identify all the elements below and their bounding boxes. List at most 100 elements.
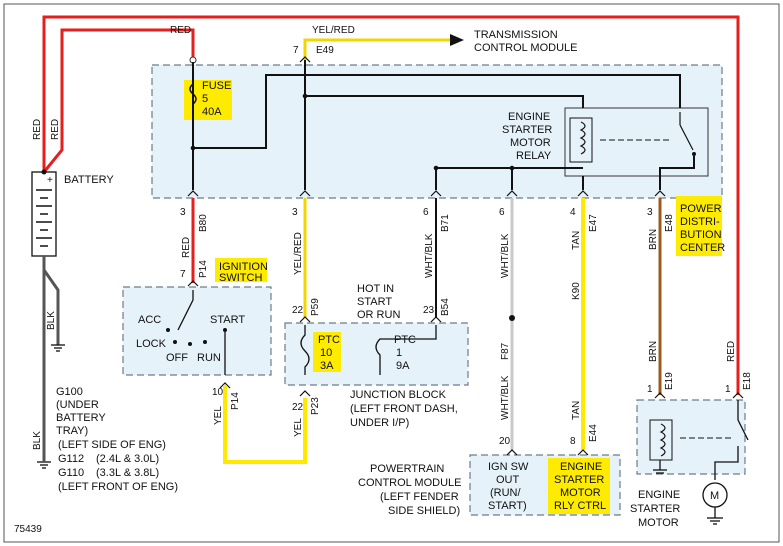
wire-label-red-left-b: RED xyxy=(50,119,61,140)
wire-label-wht-blk-b71: WHT/BLK xyxy=(424,233,435,278)
ptc10-line2: 10 xyxy=(320,347,332,359)
hot-line3: OR RUN xyxy=(357,309,400,321)
p59-top-pin-label: 3 xyxy=(292,207,298,218)
esm-ctrl-line3: MOTOR xyxy=(560,487,601,499)
e49-pin-label: 7 xyxy=(293,45,299,56)
jb-line1: JUNCTION BLOCK xyxy=(350,389,447,401)
pdc-b71-loop xyxy=(435,167,513,190)
relay-switch-output xyxy=(659,156,695,176)
wire-label-tan-e44: TAN xyxy=(571,401,582,420)
motor-line1: ENGINE xyxy=(638,489,680,501)
battery-positive-node xyxy=(41,169,47,175)
ptc1-symbol xyxy=(375,325,437,365)
fuse5-line2: 5 xyxy=(202,93,208,105)
wire-label-brn-e19: BRN xyxy=(648,341,659,362)
junction-dot xyxy=(302,93,308,99)
relay-line3: MOTOR xyxy=(510,137,551,149)
starter-switch-out xyxy=(714,446,739,480)
relay-coil-frame xyxy=(569,117,593,163)
p14b-pin-label: 10 xyxy=(212,387,224,398)
e49-label: E49 xyxy=(316,45,334,56)
starter-relay-coil-frame xyxy=(649,419,673,461)
wire-label-yel-red-top: YEL/RED xyxy=(312,25,355,36)
ign-lock-label: LOCK xyxy=(136,338,167,350)
battery-plus-label: + xyxy=(47,175,53,186)
wire-label-tan-e47: TAN xyxy=(571,231,582,250)
motor-line2: STARTER xyxy=(630,503,680,515)
figure-id: 75439 xyxy=(14,524,42,535)
diagram-frame xyxy=(3,3,780,543)
fuse5-line3: 40A xyxy=(202,106,222,118)
relay-contact xyxy=(692,152,696,156)
ptc10-highlight xyxy=(313,332,341,372)
p14-label: P14 xyxy=(198,260,209,278)
motor-ground-icon xyxy=(707,517,723,525)
ptc10-line3: 3A xyxy=(320,360,334,372)
junction-dot xyxy=(509,165,515,171)
b80-label: B80 xyxy=(198,214,209,232)
p59-pin-label: 22 xyxy=(292,305,304,316)
pdc-top-bus xyxy=(193,74,681,149)
e48-pin-label: 3 xyxy=(647,207,653,218)
pdc-line2: DISTRI- xyxy=(680,216,720,228)
p14-pin-label: 7 xyxy=(180,269,186,280)
ign-run-label: RUN xyxy=(197,352,221,364)
e19-pin-label: 1 xyxy=(647,384,653,395)
tcm-line1: TRANSMISSION xyxy=(474,29,558,41)
e19-label: E19 xyxy=(664,372,675,390)
wire-label-red-p14: RED xyxy=(181,237,192,258)
g100-line4: TRAY) xyxy=(56,425,88,437)
pdc-relay-coil-feed xyxy=(305,95,584,108)
wire-label-wht-blk-f87: WHT/BLK xyxy=(500,375,511,420)
b71-pin-label: 6 xyxy=(423,207,429,218)
e47-pin-label: 4 xyxy=(570,207,576,218)
g100-line1: G100 xyxy=(56,386,83,398)
ign-out-line1: IGN SW xyxy=(488,461,529,473)
tcm-arrow xyxy=(450,34,464,46)
ignition-switch-highlight xyxy=(215,258,267,282)
fuse5-symbol xyxy=(189,83,197,105)
battery-label: BATTERY xyxy=(64,174,114,186)
relay-line4: RELAY xyxy=(516,150,552,162)
ign-acc-label: ACC xyxy=(138,314,161,326)
b80-pin-label: 3 xyxy=(180,207,186,218)
jb-line3: UNDER I/P) xyxy=(350,417,409,429)
wire-label-wht-blk-gray: WHT/BLK xyxy=(500,233,511,278)
pcm-line1: POWERTRAIN xyxy=(370,463,444,475)
relay-coil-ground-icon xyxy=(653,469,667,474)
pdc-line1: POWER xyxy=(680,203,722,215)
pcm-line4: SIDE SHIELD) xyxy=(388,505,460,517)
ign-off-label: OFF xyxy=(166,352,188,364)
hot-line2: START xyxy=(357,296,392,308)
g100-line2: (UNDER xyxy=(56,399,99,411)
starter-relay-coil xyxy=(659,423,666,457)
battery-plates xyxy=(36,189,52,247)
b54-pin-label: 23 xyxy=(423,305,435,316)
f87-label: F87 xyxy=(500,342,511,360)
wire-label-blk-battery: BLK xyxy=(46,311,57,330)
wire-label-blk-ground: BLK xyxy=(32,431,43,450)
motor-line3: MOTOR xyxy=(638,517,679,529)
gnd-line1: (LEFT SIDE OF ENG) xyxy=(58,439,166,451)
ign-contact-acc xyxy=(166,328,170,332)
relay-line1: ENGINE xyxy=(508,111,550,123)
engine-starter-motor-relay-box xyxy=(564,107,709,177)
lower-connectors xyxy=(187,280,744,456)
b71-label: B71 xyxy=(440,214,451,232)
p23-pin-label: 22 xyxy=(292,402,304,413)
ptc10-line1: PTC xyxy=(318,334,340,346)
p14b-label: P14 xyxy=(230,392,241,410)
esm-ctrl-line2: STARTER xyxy=(554,474,604,486)
tcm-line2: CONTROL MODULE xyxy=(474,42,578,54)
gnd-line3-desc: (3.3L & 3.8L) xyxy=(96,467,159,479)
pdc-line4: CENTER xyxy=(680,242,725,254)
e44-label: E44 xyxy=(588,424,599,442)
junction-block-box xyxy=(284,322,469,386)
pdc-highlight xyxy=(676,196,722,256)
gnd-line2-desc: (2.4L & 3.0L) xyxy=(96,453,159,465)
ign-out-line4: START) xyxy=(488,500,527,512)
ign-contact-off xyxy=(188,342,192,346)
blk-wire-g100 xyxy=(42,256,60,345)
ignition-switch-box xyxy=(122,286,272,376)
yel-red-wire-tcm xyxy=(303,38,450,60)
